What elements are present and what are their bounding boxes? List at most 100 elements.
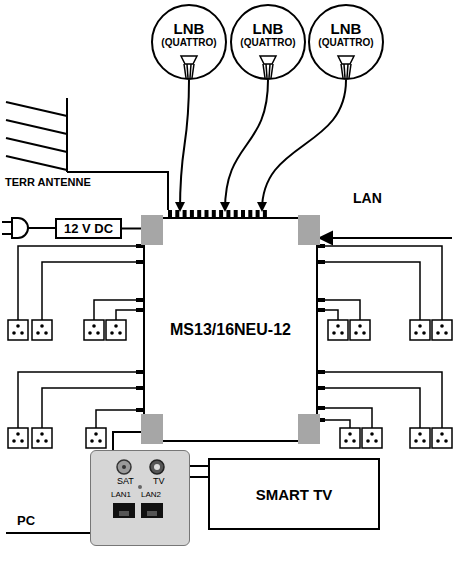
outlet-hole [436, 331, 440, 335]
output-port [318, 308, 325, 312]
coax-wire [318, 246, 442, 320]
subscriber-outlet [32, 320, 52, 340]
outlet-hole [422, 331, 426, 335]
corner-block [141, 215, 163, 245]
outlet-hole [414, 331, 418, 335]
connector-line [262, 80, 346, 210]
outlet-hole [336, 324, 340, 328]
pin [183, 210, 187, 217]
lnb-circle: LNB(QUATTRO) [308, 4, 384, 80]
output-port [136, 260, 143, 264]
outlet-hole [418, 432, 422, 436]
outlet-hole [374, 439, 378, 443]
port-label: SAT [117, 477, 134, 486]
output-port [136, 370, 143, 374]
power-supply-box: 12 V DC [55, 218, 122, 239]
port-label: LAN2 [141, 491, 161, 499]
output-port [318, 260, 325, 264]
tv-box: SMART TV [208, 458, 380, 530]
outlet-hole [44, 439, 48, 443]
output-port [136, 386, 143, 390]
outlet-hole [12, 439, 16, 443]
box-label: SMART TV [256, 486, 333, 503]
lnb-type: (QUATTRO) [161, 37, 216, 49]
pin [263, 210, 267, 217]
coax-wire [318, 372, 442, 428]
pin [234, 210, 238, 217]
output-port [318, 406, 325, 410]
outlet-hole [40, 324, 44, 328]
subscriber-outlet [86, 428, 106, 448]
outlet-hole [444, 331, 448, 335]
outlet-hole [36, 439, 40, 443]
antenna-symbol [6, 98, 168, 210]
coax-wire [318, 300, 360, 320]
pin [197, 210, 201, 217]
outlet-hole [98, 439, 102, 443]
outlet-hole [96, 331, 100, 335]
coax-wire [18, 246, 143, 320]
box-label: 12 V DC [64, 221, 113, 236]
pin [190, 210, 194, 217]
subscriber-outlet [84, 320, 104, 340]
subscriber-outlet [106, 320, 126, 340]
port-label: TV [153, 477, 165, 486]
pin [219, 210, 223, 217]
outlet-hole [118, 331, 122, 335]
pin [226, 210, 230, 217]
outlet-hole [352, 439, 356, 443]
subscriber-outlet [410, 428, 430, 448]
subscriber-outlet [32, 428, 52, 448]
pin [212, 210, 216, 217]
output-port [318, 386, 325, 390]
connector-line [190, 465, 208, 467]
subscriber-outlet [340, 428, 360, 448]
lnb-type: (QUATTRO) [318, 37, 373, 49]
port-label: LAN1 [111, 491, 131, 499]
outlet-hole [444, 439, 448, 443]
corner-block [298, 215, 320, 245]
outlet-hole [344, 439, 348, 443]
outlet-hole [114, 324, 118, 328]
outlet-hole [20, 331, 24, 335]
outlet-hole [332, 331, 336, 335]
outlet-hole [354, 331, 358, 335]
subscriber-outlet [362, 428, 382, 448]
pin [241, 210, 245, 217]
lnb-label: LNB [331, 20, 362, 37]
outlet-hole [414, 439, 418, 443]
pin [205, 210, 209, 217]
coax-wire [42, 262, 143, 320]
connector-line [180, 80, 189, 210]
outlet-hole [88, 331, 92, 335]
outlet-hole [440, 432, 444, 436]
outlet-hole [362, 331, 366, 335]
antenna-label: TERR ANTENNE [4, 176, 92, 188]
pc-label: PC [16, 513, 36, 528]
lan-label: LAN [352, 190, 383, 206]
pin [175, 210, 179, 217]
coax-wire [318, 262, 420, 320]
device-name: MS13/16NEU-12 [170, 321, 291, 339]
pin [248, 210, 252, 217]
outlet-hole [340, 331, 344, 335]
connector-line [113, 432, 143, 450]
coax-wire [94, 300, 143, 320]
lnb-label: LNB [253, 20, 284, 37]
outlet-parts [91, 451, 189, 545]
outlet-hole [20, 439, 24, 443]
subscriber-outlet [8, 320, 28, 340]
lan-input [320, 232, 452, 244]
outlet-hole [366, 439, 370, 443]
outlet-hole [92, 324, 96, 328]
subscriber-outlet [8, 428, 28, 448]
corner-block [298, 414, 320, 444]
subscriber-outlet [410, 320, 430, 340]
outlet-hole [348, 432, 352, 436]
outlet-hole [418, 324, 422, 328]
connector-line [190, 476, 208, 478]
outlet-hole [440, 324, 444, 328]
subscriber-outlet [350, 320, 370, 340]
subscriber-outlet [432, 428, 452, 448]
subscriber-outlet [432, 320, 452, 340]
